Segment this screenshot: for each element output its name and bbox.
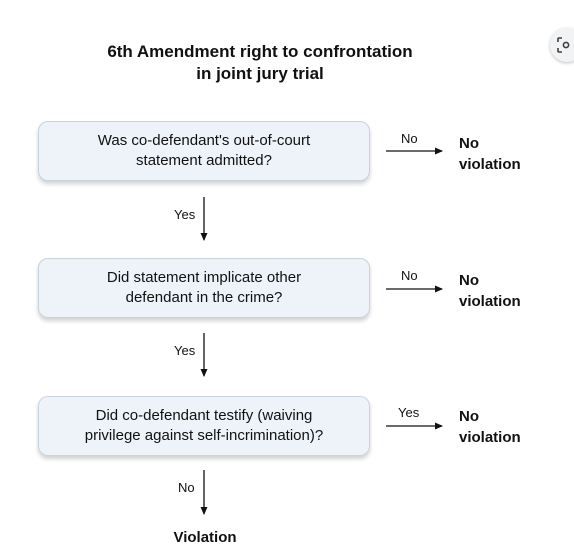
outcome-2-line1: No	[459, 272, 479, 289]
question-3-line2: privilege against self-incrimination)?	[84, 427, 324, 444]
question-1-line1: Was co-defendant's out-of-court	[97, 132, 311, 149]
question-2-line2: defendant in the crime?	[125, 289, 283, 306]
edge-label-2-down: Yes	[174, 343, 196, 358]
edge-label-3-down: No	[178, 480, 195, 495]
visual-search-icon	[557, 37, 570, 53]
question-box-2: Did statement implicate other defendant …	[38, 258, 370, 318]
outcome-3: No violation	[459, 406, 521, 448]
question-2-line1: Did statement implicate other	[106, 269, 302, 286]
final-outcome: Violation	[173, 529, 237, 546]
outcome-2: No violation	[459, 270, 521, 312]
outcome-1-line2: violation	[459, 156, 521, 173]
question-3-line1: Did co-defendant testify (waiving	[95, 407, 313, 424]
question-box-1: Was co-defendant's out-of-court statemen…	[38, 121, 370, 181]
outcome-2-line2: violation	[459, 293, 521, 310]
edge-label-3-side: Yes	[398, 405, 420, 420]
question-box-3: Did co-defendant testify (waiving privil…	[38, 396, 370, 456]
outcome-1: No violation	[459, 133, 521, 175]
question-1-line2: statement admitted?	[136, 152, 272, 169]
edge-label-1-side: No	[401, 131, 418, 146]
edge-label-1-down: Yes	[174, 207, 196, 222]
visual-search-button[interactable]	[550, 28, 574, 62]
diagram-title-line2: in joint jury trial	[196, 64, 324, 83]
edge-label-2-side: No	[401, 268, 418, 283]
outcome-3-line1: No	[459, 408, 479, 425]
outcome-3-line2: violation	[459, 429, 521, 446]
diagram-title-line1: 6th Amendment right to confrontation	[107, 42, 413, 61]
outcome-1-line1: No	[459, 135, 479, 152]
